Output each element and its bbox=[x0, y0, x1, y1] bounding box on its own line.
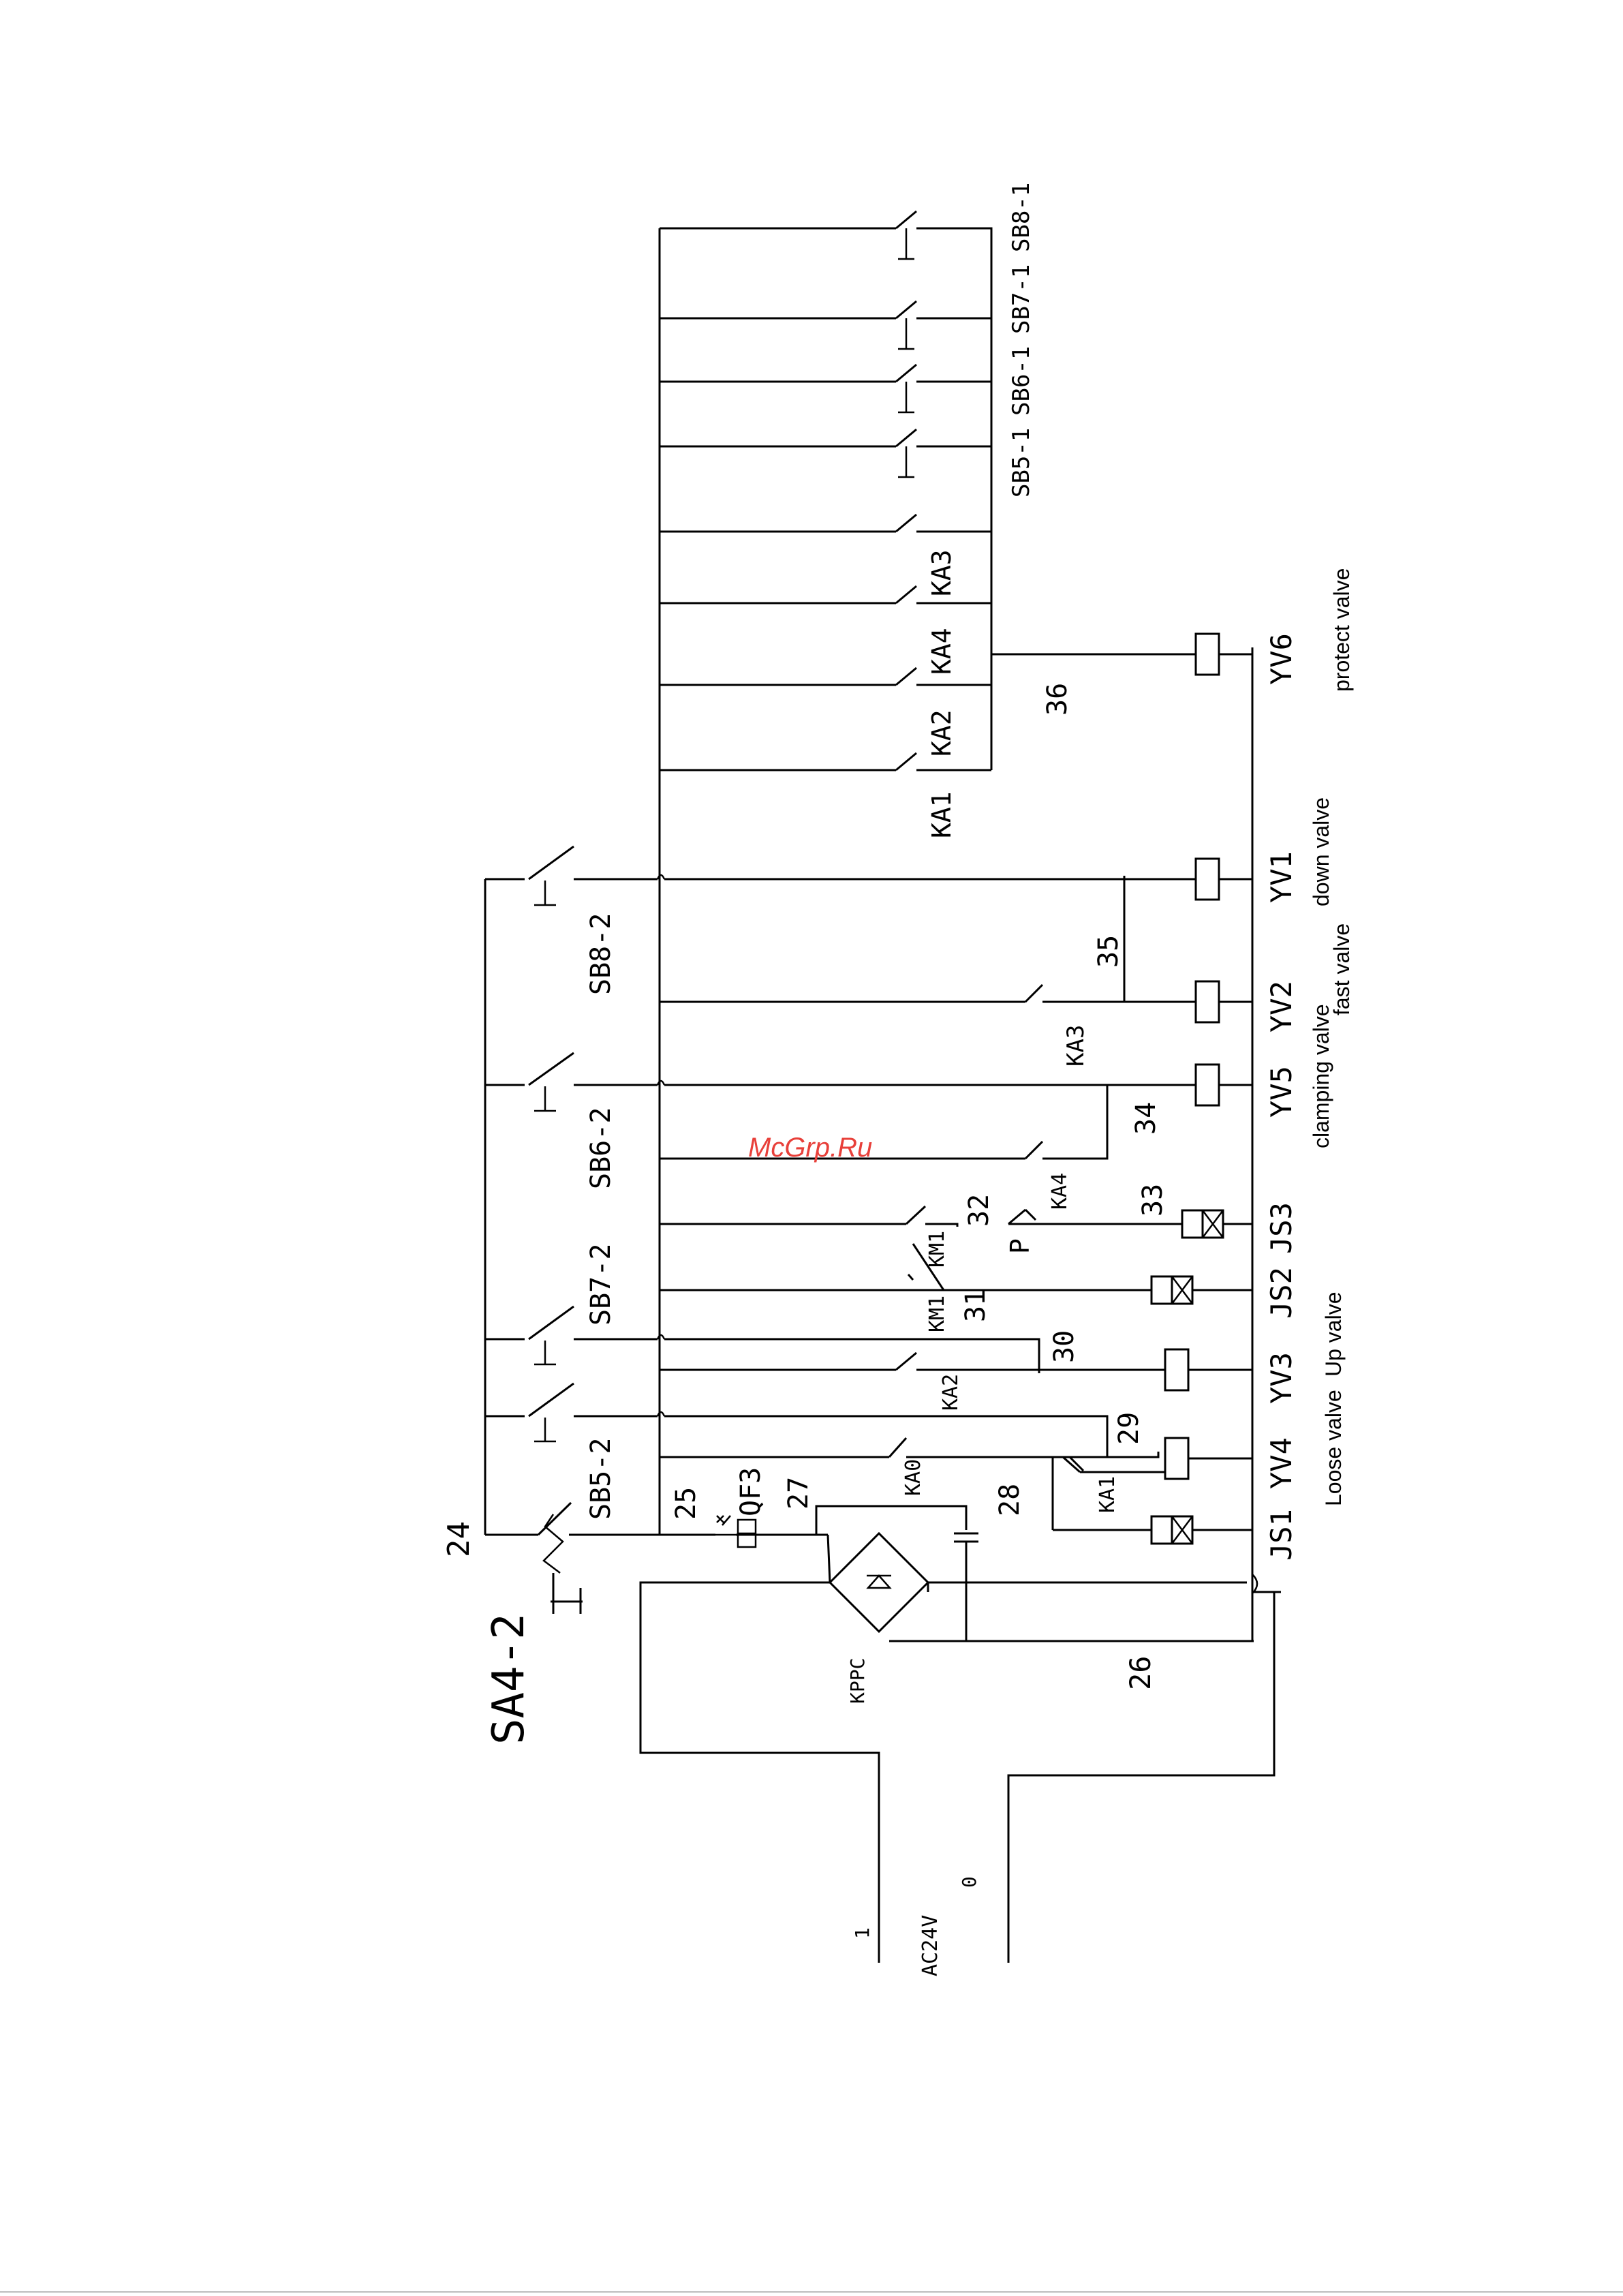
label-25: 25 bbox=[670, 1487, 702, 1520]
label-sb7-1: SB7-1 bbox=[1008, 264, 1035, 334]
sa4-2-switch-symbol bbox=[538, 1503, 583, 1614]
label-32: 32 bbox=[963, 1194, 995, 1227]
label-ka3-top: KA3 bbox=[927, 549, 957, 596]
label-js3: JS3 bbox=[1265, 1202, 1298, 1254]
desc-clamping-valve: clamping valve bbox=[1309, 1004, 1333, 1148]
label-ka4-top: KA4 bbox=[927, 628, 957, 675]
label-sb6-2: SB6-2 bbox=[585, 1107, 617, 1189]
top-contacts bbox=[896, 211, 916, 770]
desc-up-valve: Up valve bbox=[1321, 1292, 1346, 1377]
label-sb8-1: SB8-1 bbox=[1008, 183, 1035, 252]
label-sb6-1: SB6-1 bbox=[1008, 346, 1035, 416]
label-ka1-top: KA1 bbox=[927, 791, 957, 838]
label-kppc: KPPC bbox=[846, 1658, 869, 1704]
qf3-breaker-symbol bbox=[715, 1516, 756, 1547]
label-ka2-top: KA2 bbox=[927, 709, 957, 756]
label-36: 36 bbox=[1042, 683, 1073, 716]
label-24: 24 bbox=[442, 1521, 476, 1557]
label-yv4: YV4 bbox=[1265, 1437, 1298, 1489]
label-terminal-1: 1 bbox=[851, 1927, 874, 1939]
label-34: 34 bbox=[1130, 1102, 1162, 1135]
label-ka3-b: KA3 bbox=[1062, 1025, 1089, 1067]
label-ka1: KA1 bbox=[1096, 1476, 1119, 1513]
label-28: 28 bbox=[994, 1484, 1025, 1516]
label-sb8-2: SB8-2 bbox=[585, 913, 617, 995]
label-27: 27 bbox=[783, 1477, 814, 1510]
label-yv2: YV2 bbox=[1265, 981, 1298, 1032]
label-js2: JS2 bbox=[1265, 1267, 1298, 1319]
label-ac24v: AC24V bbox=[918, 1915, 942, 1976]
load-symbols bbox=[1151, 634, 1252, 1544]
wiring bbox=[485, 211, 1281, 1963]
labels: SA4-2 24 SB5-2 SB7-2 SB6-2 SB8-2 25 QF3 … bbox=[442, 183, 1354, 1976]
label-yv5: YV5 bbox=[1265, 1066, 1298, 1118]
desc-fast-valve: fast valve bbox=[1329, 923, 1354, 1015]
label-yv1: YV1 bbox=[1265, 851, 1298, 903]
desc-down-valve: down valve bbox=[1309, 797, 1333, 906]
label-31: 31 bbox=[960, 1289, 991, 1322]
label-33: 33 bbox=[1137, 1184, 1169, 1216]
label-sb5-2: SB5-2 bbox=[585, 1438, 617, 1520]
label-ka0: KA0 bbox=[901, 1459, 925, 1496]
label-35: 35 bbox=[1093, 935, 1124, 968]
label-sb7-2: SB7-2 bbox=[585, 1244, 617, 1326]
desc-protect-valve: protect valve bbox=[1329, 568, 1354, 692]
label-26: 26 bbox=[1124, 1655, 1157, 1690]
label-sa4-2: SA4-2 bbox=[484, 1613, 534, 1745]
label-js1: JS1 bbox=[1265, 1509, 1298, 1561]
kppc-bridge-symbol bbox=[830, 1533, 928, 1632]
label-yv6: YV6 bbox=[1265, 633, 1298, 685]
label-km1-a: KM1 bbox=[925, 1296, 949, 1332]
label-sb5-1: SB5-1 bbox=[1008, 428, 1035, 498]
label-yv3: YV3 bbox=[1265, 1352, 1298, 1404]
desc-loose-valve: Loose valve bbox=[1321, 1390, 1346, 1506]
label-terminal-0: 0 bbox=[958, 1876, 980, 1888]
label-p: P bbox=[1005, 1238, 1035, 1254]
label-29: 29 bbox=[1113, 1412, 1145, 1445]
label-ka4-b: KA4 bbox=[1048, 1173, 1072, 1210]
watermark: McGrp.Ru bbox=[748, 1133, 872, 1163]
label-km1-b: KM1 bbox=[925, 1231, 949, 1268]
label-30: 30 bbox=[1049, 1330, 1080, 1363]
label-qf3: QF3 bbox=[735, 1467, 767, 1516]
label-ka2: KA2 bbox=[939, 1374, 963, 1411]
page-bottom-rule bbox=[0, 2291, 1623, 2293]
